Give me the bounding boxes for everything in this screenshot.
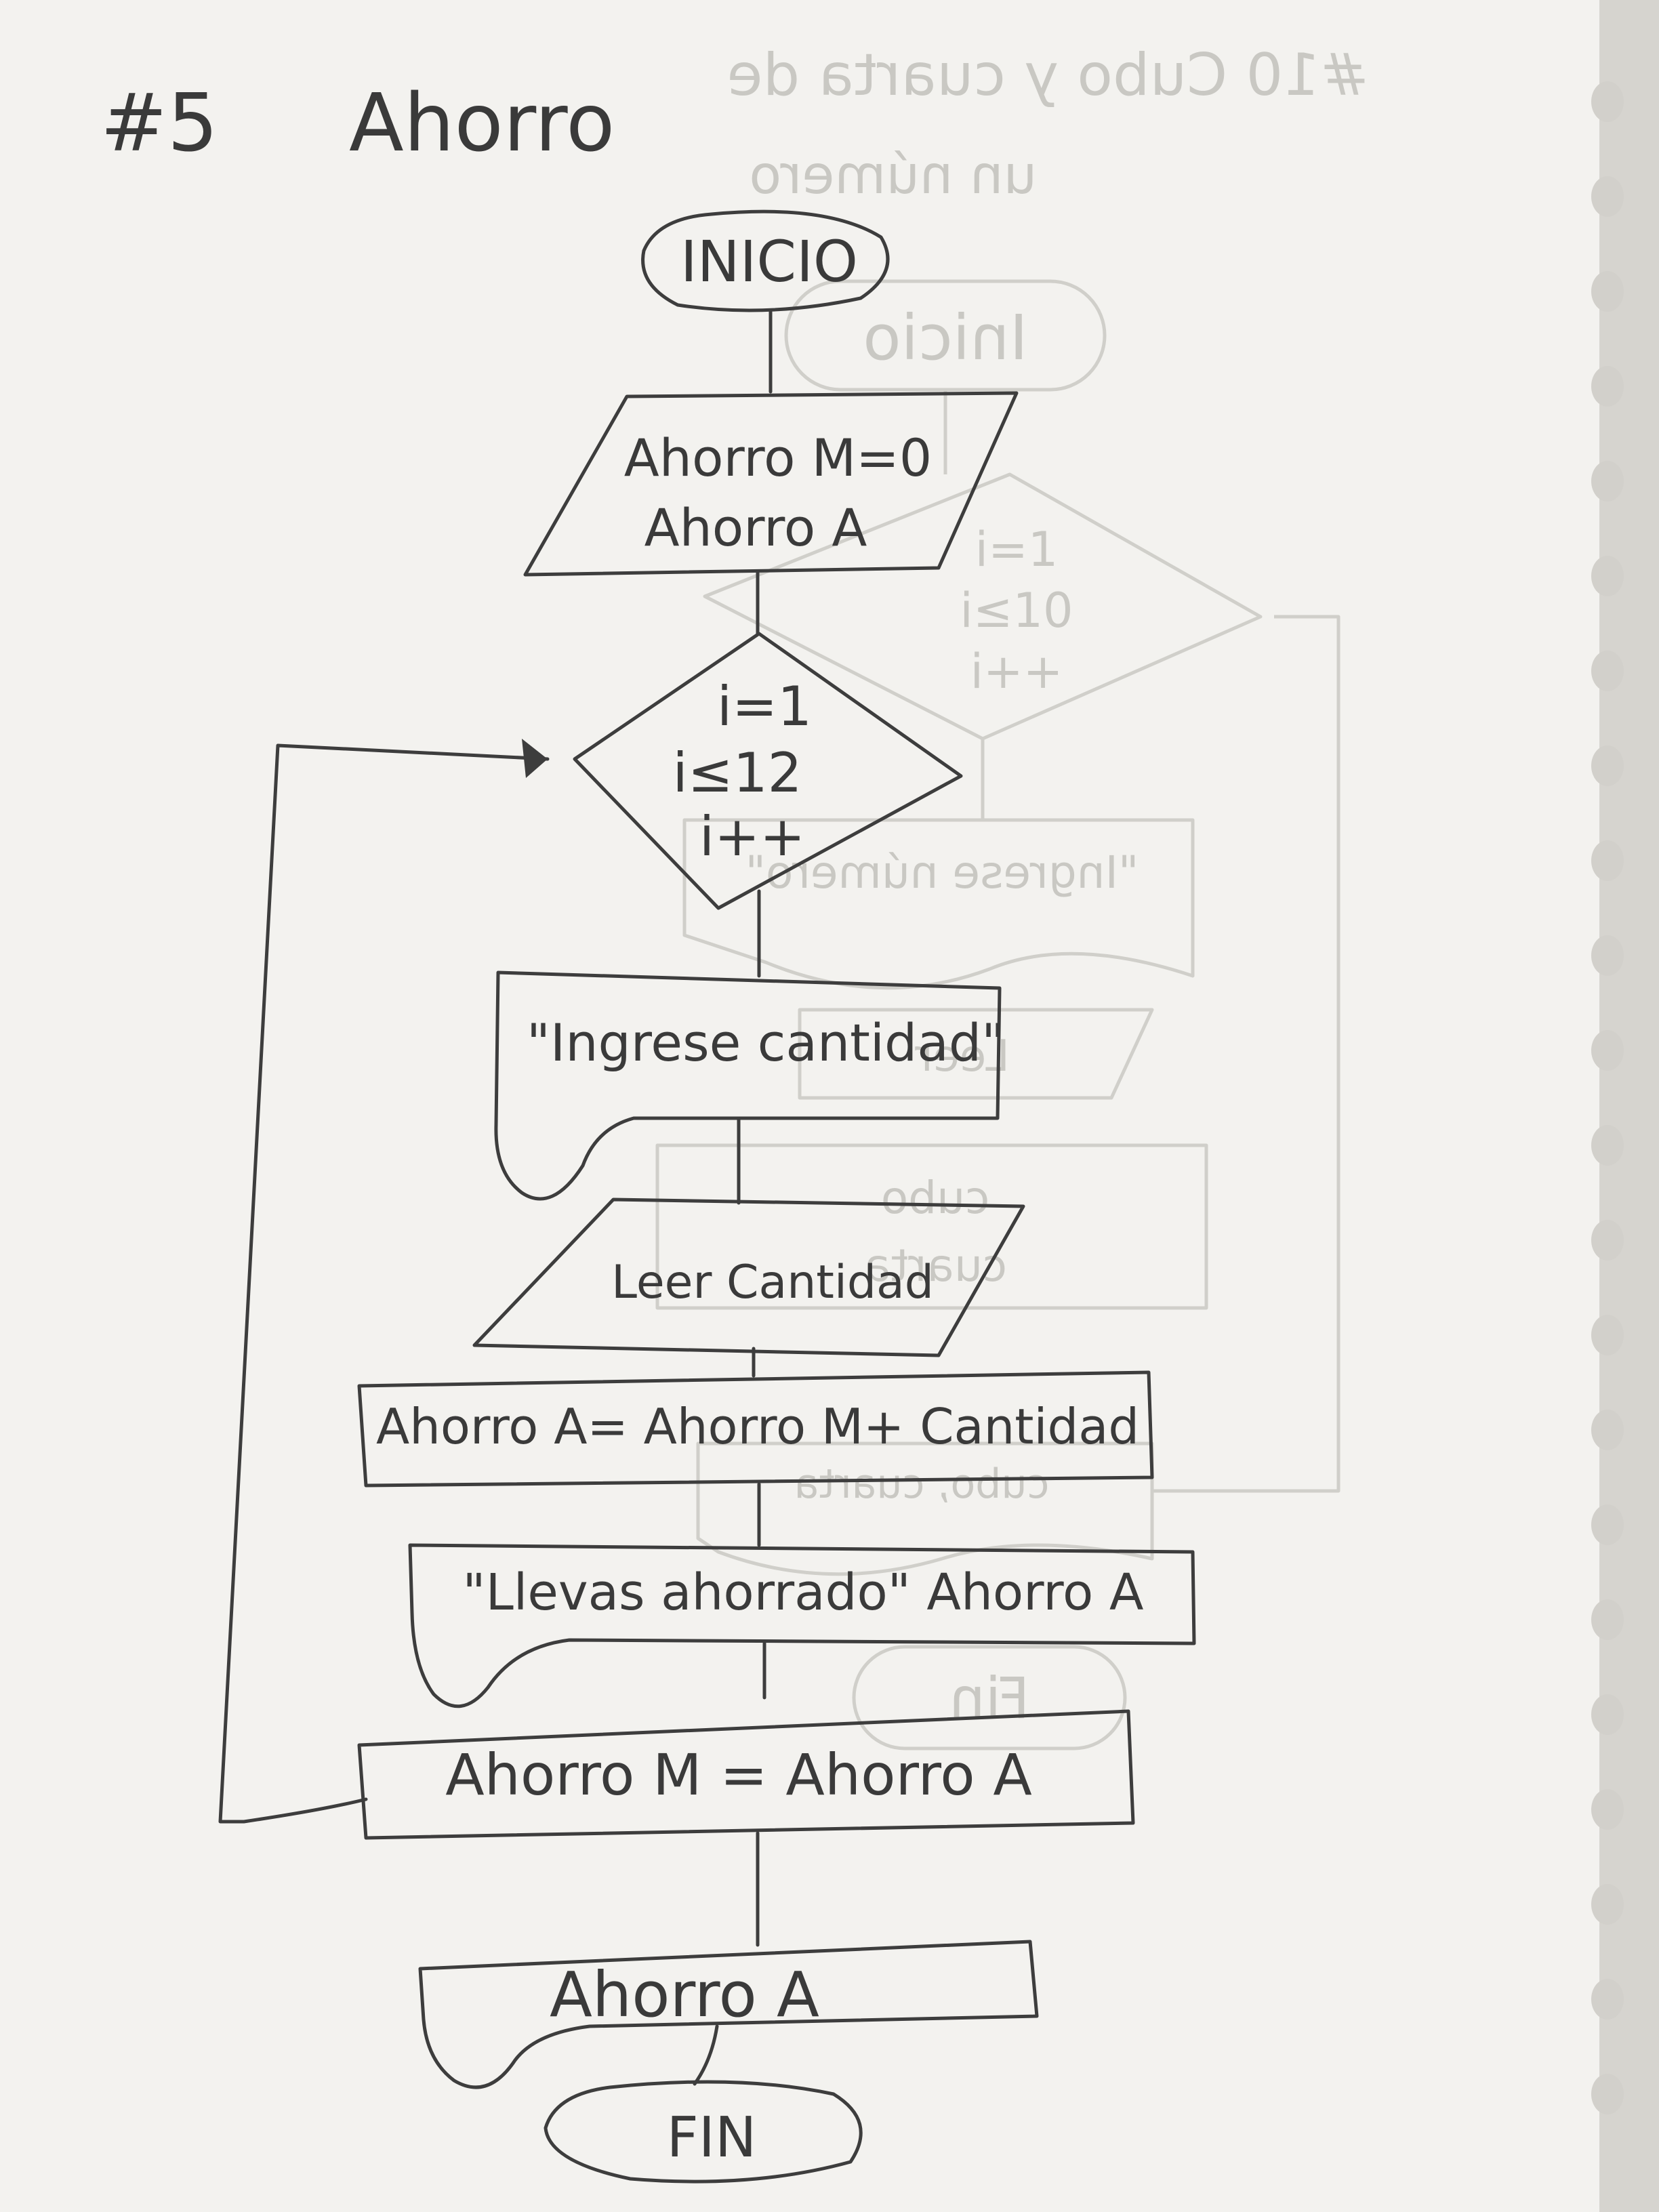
- bleed-end-label: Fin: [949, 1665, 1030, 1732]
- init-line2: Ahorro A: [644, 497, 867, 558]
- compute-process-box: [357, 1370, 1154, 1488]
- page-title: Ahorro: [349, 76, 615, 169]
- exercise-number: #5: [100, 76, 218, 169]
- perforation-holes: [1591, 81, 1624, 2114]
- show-progress-label: "Llevas ahorrado" Ahorro A: [463, 1563, 1144, 1622]
- bleed-prompt-label: "Ingrese número": [745, 846, 1139, 899]
- prompt-display-shape: [494, 970, 1002, 1201]
- bleed-end-terminal: [852, 1645, 1127, 1750]
- bleed-title-line1: #10 Cubo y cuarta de: [727, 41, 1369, 109]
- output-label: Ahorro A: [550, 1959, 819, 2031]
- bleed-loop-return: [1152, 615, 1340, 1493]
- loop-back-arrowhead: [522, 739, 548, 778]
- paper-sheet: [0, 0, 1599, 2212]
- bleed-prompt-shape: [682, 818, 1195, 990]
- init-line1: Ahorro M=0: [624, 428, 932, 488]
- bleed-loop-line2: i≤10: [960, 583, 1073, 638]
- bleed-title-line2: un número: [749, 145, 1037, 206]
- output-display-shape: [418, 1940, 1039, 2089]
- loop-decision-diamond: [573, 632, 963, 910]
- bleed-read-shape: [798, 1008, 1154, 1100]
- prompt-label: "Ingrese cantidad": [527, 1012, 1005, 1073]
- init-parallelogram: [523, 391, 1019, 577]
- loop-condition-label: i≤12: [672, 741, 802, 804]
- compute-label: Ahorro A= Ahorro M+ Cantidad: [376, 1398, 1139, 1455]
- read-label: Leer Cantidad: [611, 1256, 934, 1309]
- start-terminal: [641, 209, 890, 312]
- loop-init-label: i=1: [717, 675, 812, 738]
- connector-output-end: [693, 2024, 719, 2086]
- read-parallelogram: [472, 1197, 1025, 1357]
- show-progress-display-shape: [408, 1543, 1196, 1708]
- loop-increment-label: i++: [699, 805, 805, 868]
- start-label: INICIO: [680, 228, 858, 295]
- end-label: FIN: [667, 2106, 757, 2170]
- bleed-calc-line1: cubo: [881, 1172, 989, 1224]
- bleed-loop-diamond: [703, 472, 1263, 741]
- update-label: Ahorro M = Ahorro A: [445, 1742, 1032, 1808]
- bleed-print-shape: [696, 1441, 1154, 1576]
- update-process-box: [357, 1709, 1135, 1840]
- loop-back-line: [218, 743, 550, 1824]
- bleed-through-diagram: #10 Cubo y cuarta de un número Inicio i=…: [655, 41, 1369, 1750]
- bleed-loop-line1: i=1: [975, 522, 1059, 577]
- bleed-calc-box: [655, 1143, 1208, 1310]
- bleed-read-label: Leer: [915, 1031, 1010, 1082]
- bleed-print-label: cubo, cuarta: [794, 1460, 1050, 1508]
- bleed-start-label: Inicio: [863, 302, 1027, 374]
- end-terminal: [544, 2080, 863, 2184]
- bleed-calc-line2: cuarta: [863, 1240, 1007, 1292]
- bleed-loop-line3: i++: [970, 644, 1063, 699]
